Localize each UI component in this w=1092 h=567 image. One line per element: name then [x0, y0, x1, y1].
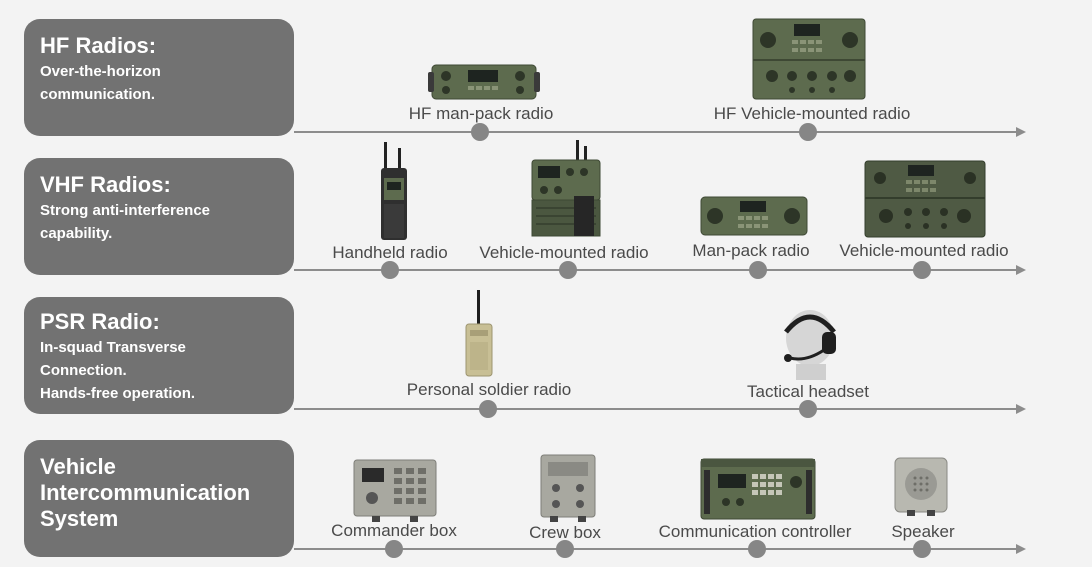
timeline-line — [294, 269, 1016, 271]
item-label: Personal soldier radio — [406, 380, 572, 399]
communication-controller-icon — [700, 458, 816, 520]
commander-box-icon — [353, 459, 437, 522]
timeline-line — [294, 408, 1016, 410]
hf-radios-label-box: HF Radios: Over-the-horizon communicatio… — [24, 19, 294, 136]
vhf-vehicle-radio-large-icon — [864, 160, 986, 238]
section-title-line: Vehicle — [40, 454, 116, 479]
section-title: PSR Radio: — [40, 309, 160, 334]
timeline-arrow-icon — [1016, 404, 1026, 414]
vehicle-intercom-label-box: Vehicle Intercommunication System — [24, 440, 294, 557]
item-label: Handheld radio — [332, 243, 448, 262]
item-label: Communication controller — [658, 522, 852, 541]
section-title-line: Intercommunication — [40, 480, 251, 505]
vhf-manpack-radio-icon — [700, 196, 808, 236]
section-subtitle-line: Connection. — [40, 362, 127, 379]
hf-vehicle-radio-icon — [752, 18, 866, 100]
section-title: VHF Radios: — [40, 172, 171, 197]
timeline-dot — [799, 123, 817, 141]
item-label: Tactical headset — [747, 382, 869, 401]
section-subtitle-line: Hands-free operation. — [40, 385, 196, 402]
timeline-dot — [385, 540, 403, 558]
personal-soldier-radio-icon — [465, 290, 493, 377]
item-label: Man-pack radio — [692, 241, 810, 260]
item-label: Vehicle-mounted radio — [479, 243, 649, 262]
item-label: Speaker — [891, 522, 955, 541]
section-subtitle-line: communication. — [40, 86, 156, 103]
handheld-radio-icon — [381, 142, 407, 240]
section-subtitle-line: Strong anti-interference — [40, 202, 211, 219]
item-label: Commander box — [331, 521, 457, 540]
hf-manpack-radio-icon — [428, 64, 540, 100]
vhf-vehicle-radio-icon — [531, 140, 601, 237]
psr-radio-label-box: PSR Radio: In-squad Transverse Connectio… — [24, 297, 294, 414]
section-subtitle-line: capability. — [40, 225, 113, 242]
timeline-dot — [748, 540, 766, 558]
timeline-line — [294, 131, 1016, 133]
timeline-dot — [799, 400, 817, 418]
timeline-arrow-icon — [1016, 544, 1026, 554]
vhf-radios-label-box: VHF Radios: Strong anti-interference cap… — [24, 158, 294, 275]
timeline-dot — [913, 261, 931, 279]
timeline-arrow-icon — [1016, 265, 1026, 275]
tactical-headset-icon — [784, 310, 836, 380]
timeline-arrow-icon — [1016, 127, 1026, 137]
section-subtitle-line: In-squad Transverse — [40, 339, 186, 356]
timeline-dot — [749, 261, 767, 279]
timeline-line — [294, 548, 1016, 550]
section-title-line: System — [40, 506, 119, 531]
timeline-dot — [471, 123, 489, 141]
crew-box-icon — [540, 454, 596, 522]
item-label: Vehicle-mounted radio — [839, 241, 1009, 260]
timeline-dot — [381, 261, 399, 279]
speaker-icon — [894, 457, 948, 516]
timeline-dot — [913, 540, 931, 558]
timeline-dot — [556, 540, 574, 558]
section-title: HF Radios: — [40, 33, 157, 58]
item-label: HF Vehicle-mounted radio — [713, 104, 911, 123]
item-label: Crew box — [529, 523, 601, 542]
section-subtitle-line: Over-the-horizon — [40, 63, 161, 80]
timeline-dot — [559, 261, 577, 279]
timeline-dot — [479, 400, 497, 418]
item-label: HF man-pack radio — [408, 104, 554, 123]
